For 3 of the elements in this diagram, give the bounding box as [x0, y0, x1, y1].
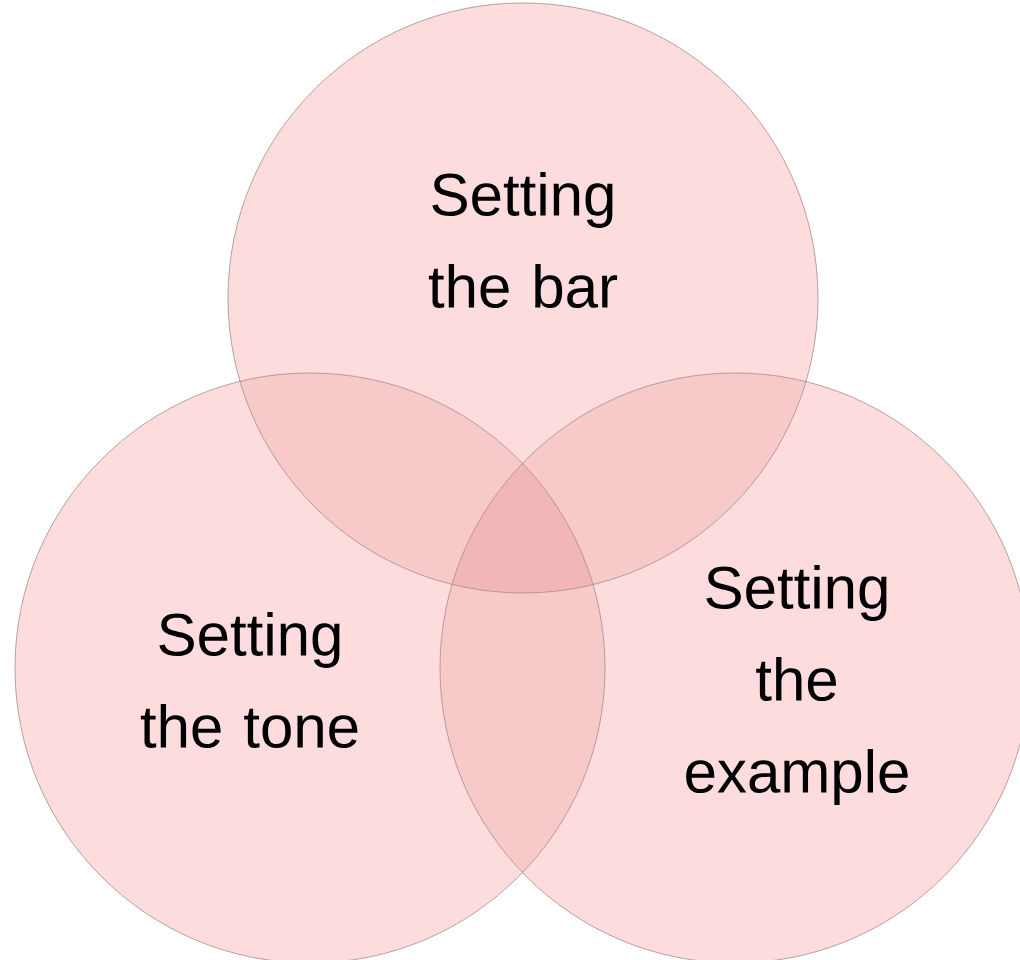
circle-label: Setting the example — [686, 565, 908, 805]
circle-label: Setting the tone — [140, 611, 358, 748]
circle-label: Setting the bar — [428, 171, 618, 308]
